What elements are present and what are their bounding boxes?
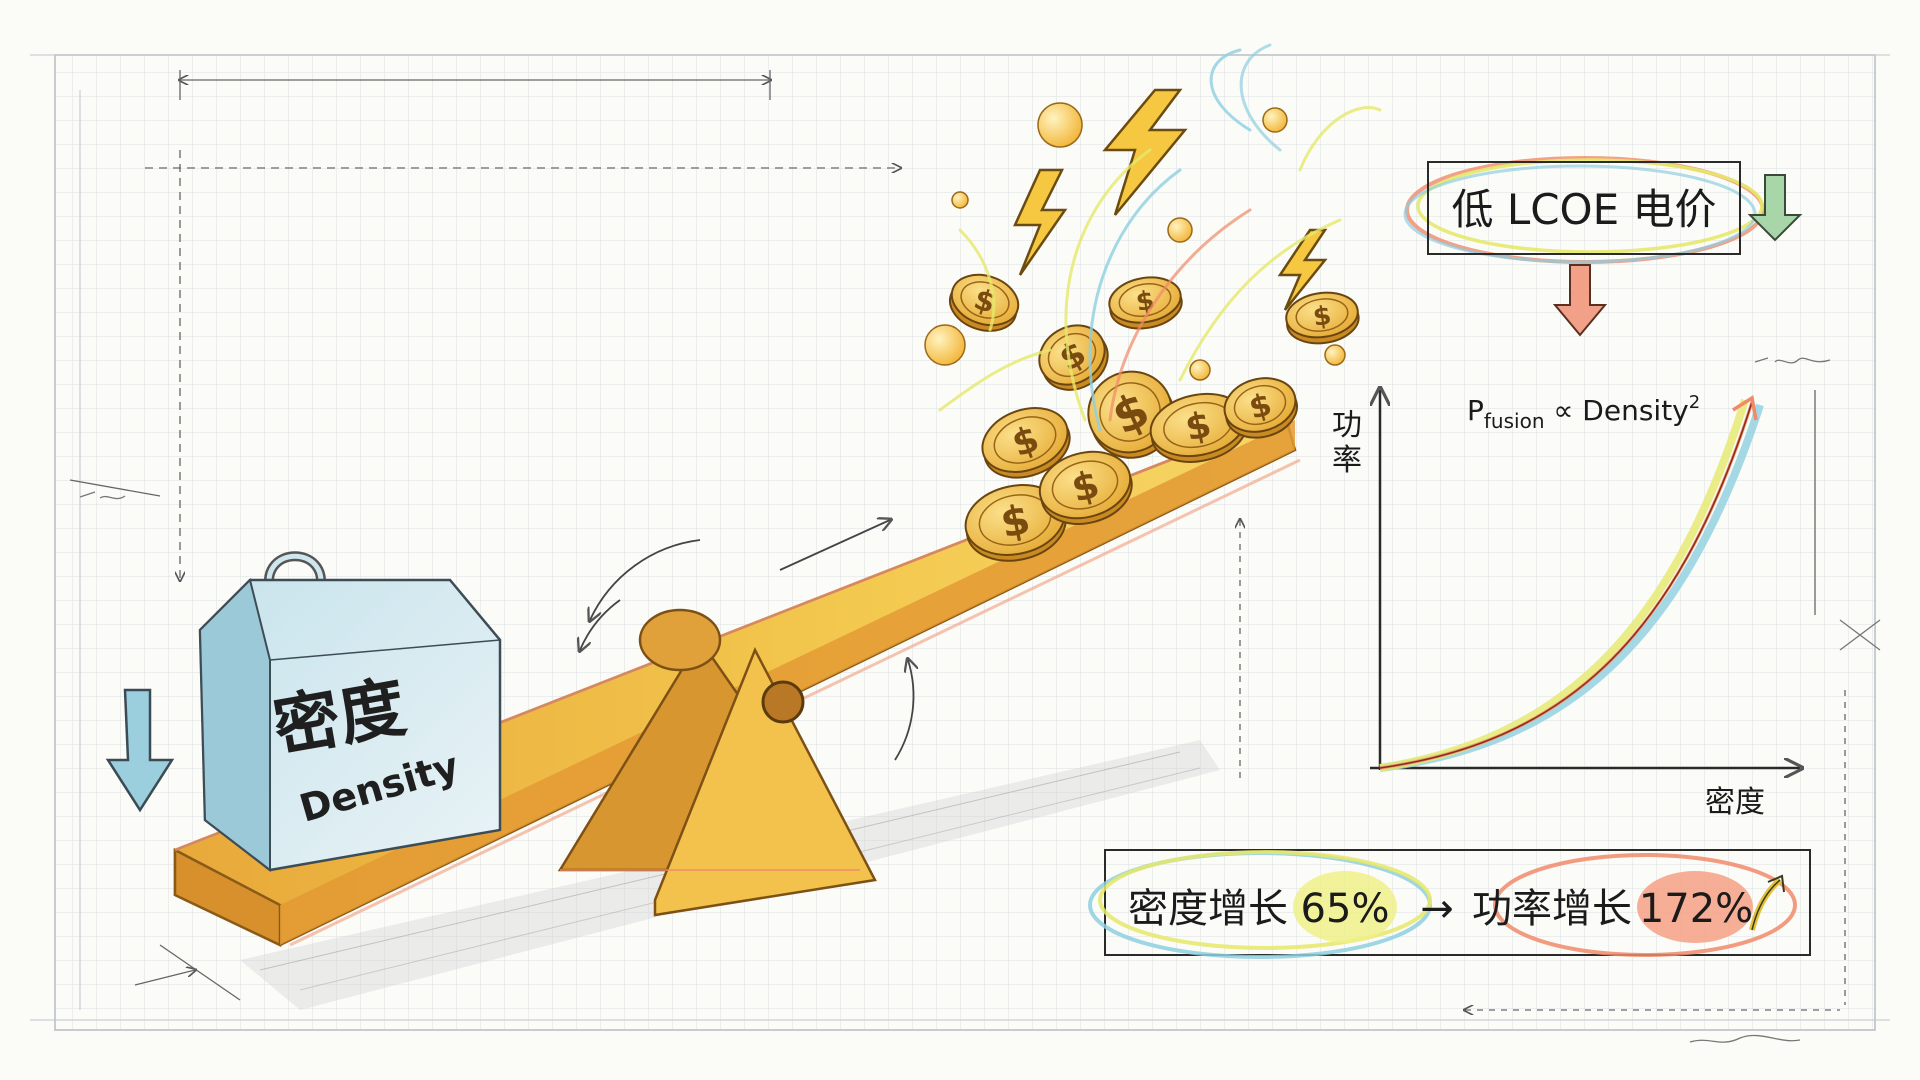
coin: $	[1223, 377, 1298, 439]
energy-orb	[1189, 359, 1211, 381]
sketch-notes	[79, 357, 1881, 1043]
result-density-text: 密度增长	[1128, 886, 1288, 932]
energy-swirls	[938, 43, 1382, 432]
flying-coin: $	[1108, 276, 1183, 330]
coin-pile: $$$$$$	[964, 370, 1298, 562]
energy-orb	[1262, 107, 1288, 133]
result-arrow: →	[1420, 886, 1454, 932]
down-arrow-icon	[1747, 174, 1803, 242]
graph-y-label-1: 功	[1332, 408, 1362, 443]
coin: $	[1149, 393, 1248, 463]
dollar-coin-icon: $	[1311, 301, 1333, 333]
flying-coin: $	[948, 273, 1020, 332]
result-power-pct: 172%	[1639, 886, 1753, 932]
down-arrow-icon	[105, 688, 175, 813]
coin: $	[964, 484, 1067, 562]
coin: $	[1038, 450, 1133, 525]
graph-formula: Pfusion ∝ Density2	[1467, 392, 1700, 433]
down-arrow-icon	[1552, 264, 1608, 337]
coin: $	[981, 407, 1071, 479]
energy-orb	[951, 191, 969, 209]
result-density-pct: 65%	[1301, 886, 1390, 932]
graph-y-label-2: 率	[1332, 443, 1362, 478]
result-banner: 密度增长 65% → 功率增长 172%	[1088, 849, 1811, 959]
up-arrow-icon	[1749, 874, 1785, 931]
lcoe-tag: 低 LCOE 电价	[1403, 156, 1765, 264]
density-weight: 密度 Density	[198, 551, 502, 873]
seesaw-fulcrum	[557, 520, 914, 917]
energy-orb	[924, 324, 966, 366]
energy-orb	[1167, 217, 1193, 243]
lcoe-text: 低 LCOE 电价	[1451, 185, 1716, 234]
power-density-graph: Pfusion ∝ Density2 功 率 密度	[1332, 390, 1800, 820]
result-power-text: 功率增长	[1472, 886, 1632, 932]
flying-coin: $	[1285, 291, 1360, 345]
energy-orb	[1037, 102, 1083, 148]
dimension-lines	[69, 70, 1846, 1010]
graph-x-label: 密度	[1705, 785, 1765, 820]
energy-orb	[1324, 344, 1346, 366]
